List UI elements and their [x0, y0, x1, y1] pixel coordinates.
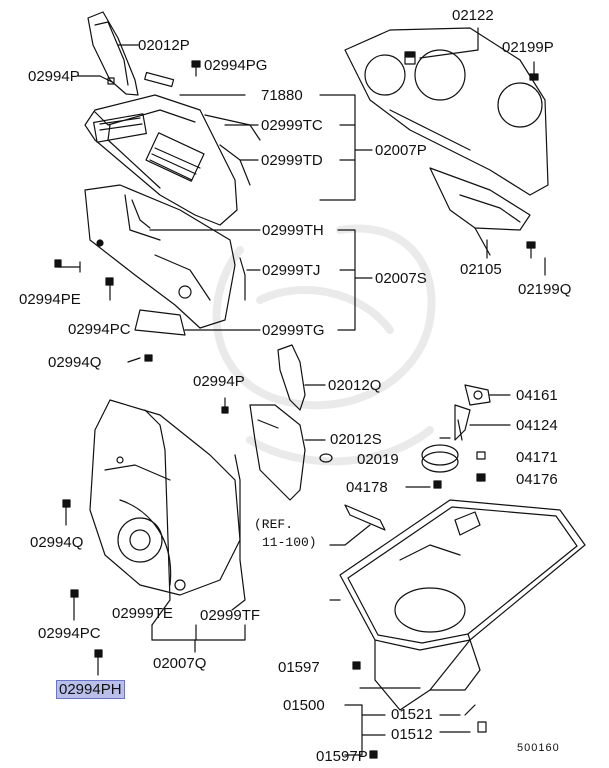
label-02012S: 02012S [330, 431, 382, 448]
bracket-02007P [319, 94, 356, 201]
label-02199Q: 02199Q [518, 281, 572, 298]
label-02994PG: 02994PG [204, 57, 268, 74]
label-04178: 04178 [346, 479, 388, 496]
label-02105: 02105 [460, 261, 502, 278]
strainer-04124 [421, 404, 471, 473]
strainer-tube [344, 504, 386, 531]
cover-02012S [249, 404, 306, 501]
seal-02999TH [131, 199, 151, 229]
label-02999TJ: 02999TJ [262, 262, 321, 279]
label-71880: 71880 [261, 87, 303, 104]
bolt-02994P-top [77, 75, 115, 85]
bolt-02994PG [191, 60, 201, 77]
plug-01512 [477, 721, 487, 733]
label-04171: 04171 [516, 449, 558, 466]
label-02007P: 02007P [375, 142, 427, 159]
lower-timing-cover [89, 399, 241, 596]
bolt-01597P [369, 750, 378, 759]
label-02012Q: 02012Q [328, 377, 382, 394]
watermark-logo [212, 224, 436, 466]
bracket-01500 [344, 704, 363, 756]
bolt-02199Q [526, 241, 546, 276]
label-01597: 01597 [278, 659, 320, 676]
gasket-01521 [464, 704, 476, 716]
label-02999TH: 02999TH [262, 222, 324, 239]
label-02994PC-bot: 02994PC [38, 625, 101, 642]
label-02012P: 02012P [138, 37, 190, 54]
rear-plate-02122 [344, 27, 549, 196]
label-04124: 04124 [516, 417, 558, 434]
label-02007S: 02007S [375, 270, 427, 287]
label-02994PE: 02994PE [19, 291, 81, 308]
label-04161: 04161 [516, 387, 558, 404]
label-02999TE: 02999TE [112, 605, 173, 622]
label-02994Q-top: 02994Q [48, 354, 102, 371]
label-01521: 01521 [391, 706, 433, 723]
ref-leader [329, 524, 371, 546]
seal-02999TF [231, 454, 246, 611]
bracket-02007S [337, 229, 356, 331]
bolt-01597 [352, 661, 361, 670]
grommet-02019 [319, 453, 333, 463]
ref-label-line1: (REF. [254, 517, 294, 532]
pad-71880 [144, 71, 175, 88]
seal-02999TG [134, 309, 186, 336]
bolt-04171 [476, 451, 486, 460]
label-02999TG: 02999TG [262, 322, 325, 339]
label-02994PC-top: 02994PC [68, 321, 131, 338]
diagram-code: 500160 [517, 742, 560, 754]
belt-guide-02105 [429, 167, 531, 256]
label-02122: 02122 [452, 7, 494, 24]
nut-04176 [476, 473, 486, 482]
label-01597P: 01597P [316, 748, 368, 765]
seal-02999TE [144, 409, 171, 626]
label-02994P-mid: 02994P [193, 373, 245, 390]
bolt-02994Q-top [127, 354, 153, 363]
bolt-02994PC-bot [70, 589, 79, 621]
bolt-02994P-mid [221, 397, 229, 414]
bolt-02994PE [54, 259, 81, 273]
label-02994Q-bot: 02994Q [30, 534, 84, 551]
label-02199P: 02199P [502, 39, 554, 56]
label-02994PH-highlighted[interactable]: 02994PH [56, 680, 125, 699]
label-01512: 01512 [391, 726, 433, 743]
seal-02999TJ [239, 257, 246, 301]
gasket-04161 [464, 384, 491, 406]
cover-02012Q [277, 344, 306, 411]
label-02007Q: 02007Q [153, 655, 207, 672]
bolt-02994PC-top [105, 277, 114, 301]
label-02019: 02019 [357, 451, 399, 468]
label-02999TC: 02999TC [261, 117, 323, 134]
gasket-02012P [87, 11, 139, 96]
upper-timing-cover [84, 94, 238, 226]
label-02999TF: 02999TF [200, 607, 261, 624]
label-01500: 01500 [283, 697, 325, 714]
bolt-04178 [433, 480, 442, 489]
label-02994P-top: 02994P [28, 68, 80, 85]
label-04176: 04176 [516, 471, 558, 488]
label-02999TD: 02999TD [261, 152, 323, 169]
ref-label-line2: 11-100) [262, 535, 317, 550]
bolt-02994PH [94, 649, 103, 676]
middle-timing-cover [84, 184, 236, 329]
bolt-02994Q-bot [62, 499, 71, 526]
oil-pan [339, 499, 586, 711]
bracket-02007Q [151, 624, 246, 641]
bolt-02199P [529, 61, 539, 81]
